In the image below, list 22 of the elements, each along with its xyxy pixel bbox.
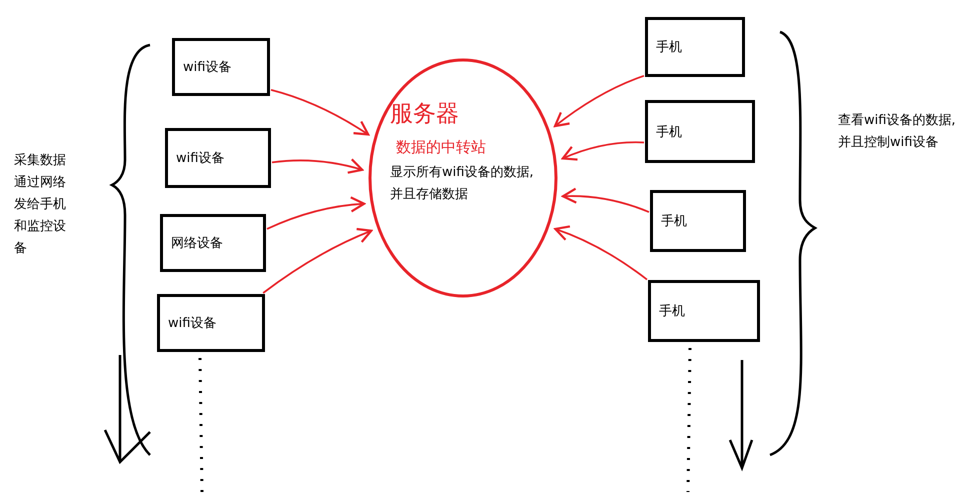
- note-text: 查看wifi设备的数据,并且控制wifi设备: [838, 112, 957, 152]
- note-text: 采集数据通过网络发给手机和监控设备: [14, 152, 67, 258]
- device-box: wifi设备: [165, 128, 271, 188]
- subtitle-text: 数据的中转站: [396, 138, 487, 157]
- arrow: [272, 158, 364, 174]
- heading-text: 服务器: [390, 100, 460, 129]
- arrow: [270, 89, 370, 136]
- device-box: 手机: [645, 100, 755, 163]
- server-ellipse: [368, 58, 558, 298]
- device-box: 网络设备: [160, 214, 266, 272]
- description-text: 显示所有wifi设备的数据,并且存储数据: [390, 164, 535, 204]
- arrow: [562, 188, 650, 213]
- arrow: [554, 226, 648, 280]
- device-box: wifi设备: [157, 294, 265, 352]
- arrow: [562, 141, 644, 161]
- device-box: 手机: [645, 17, 745, 77]
- arrow: [266, 196, 366, 230]
- device-box: wifi设备: [172, 38, 270, 96]
- device-box: 手机: [650, 190, 746, 252]
- arrow: [554, 74, 644, 128]
- device-box: 手机: [648, 280, 760, 342]
- arrow: [262, 228, 372, 294]
